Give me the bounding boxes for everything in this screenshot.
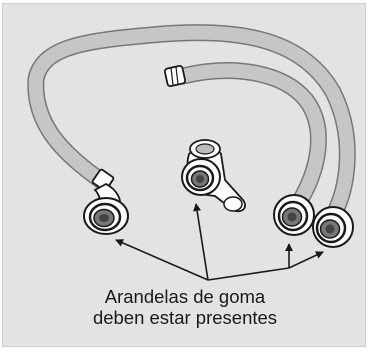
caption-line-2: deben estar presentes [92, 307, 278, 328]
diagram-panel: Arandelas de goma deben estar presentes [2, 3, 366, 347]
y-connector [181, 139, 246, 213]
arrow-right-fitting-b [288, 251, 324, 269]
pointer-arrows [115, 203, 324, 281]
right-hose-fitting-b [312, 206, 354, 248]
caption-line-1: Arandelas de goma [104, 286, 266, 307]
hose-left-to-right [27, 24, 356, 219]
left-hose-fitting [83, 168, 129, 235]
hose-diagram [27, 24, 356, 281]
washer-caption: Arandelas de goma deben estar presentes [3, 286, 365, 328]
right-hose-fitting-a [273, 194, 315, 236]
arrow-left-fitting [115, 239, 209, 281]
hose-open-end-to-right [174, 62, 327, 213]
arrow-right-fitting-a [207, 267, 290, 281]
hose-end-cap [163, 64, 187, 88]
arrow-y-connector [193, 203, 209, 281]
